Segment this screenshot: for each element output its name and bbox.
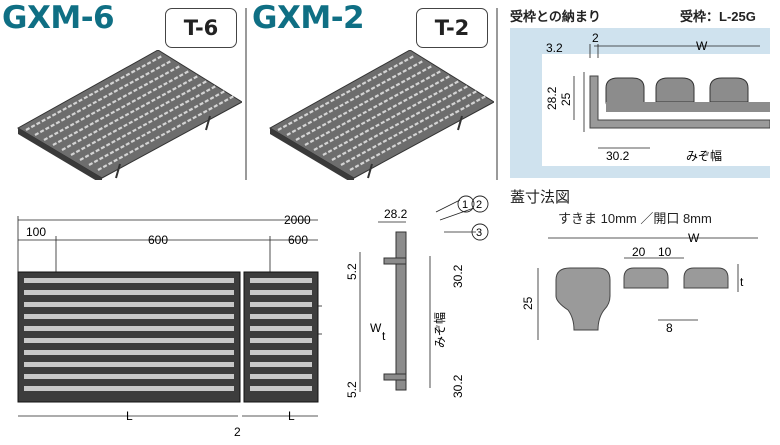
plan-span-right: 600	[288, 233, 308, 247]
side-view-drawing: 28.2 5.2 30.2 W t みぞ幅 5.2 30.2 1 2 3	[345, 195, 489, 398]
lid-profile	[605, 77, 645, 107]
lid-w: W	[688, 231, 700, 245]
model-name-gxm2: GXM-2	[252, 0, 365, 36]
side-top: 28.2	[384, 207, 408, 221]
frame-type-label: 受枠：L-25G	[680, 9, 756, 24]
dim-d: 30.2	[606, 149, 630, 163]
model-name-gxm6: GXM-6	[2, 0, 115, 36]
side-m2: 5.2	[345, 381, 359, 398]
side-w: W	[370, 321, 382, 335]
plan-joint: 2	[234, 425, 241, 439]
lid-section-title: 蓋寸法図	[510, 189, 571, 206]
load-class-badge-t2: T-2	[416, 8, 488, 48]
lid-d10: 10	[658, 245, 672, 259]
side-r1: 30.2	[451, 264, 465, 288]
grating-photo-gxm6	[16, 50, 242, 180]
callout-2	[471, 195, 489, 213]
dim-gap: みぞ幅	[686, 148, 722, 163]
frame-section-title: 受枠との納まり	[510, 9, 601, 24]
side-t: t	[382, 329, 386, 343]
lid-h25: 25	[521, 296, 535, 310]
dim-h2: 25	[559, 92, 573, 106]
plan-l-left: L	[126, 409, 133, 423]
dim-h1: 28.2	[545, 86, 559, 110]
frame-section-drawing: 3.2 2 W 28.2 25 30.2 みぞ幅	[510, 28, 770, 178]
load-class-badge-t6: T-6	[165, 8, 237, 48]
lid-d8: 8	[666, 321, 673, 335]
plan-view-drawing: 2000 100 600 600 20 L L 2	[17, 213, 322, 439]
lid-t: t	[740, 275, 744, 289]
callout-3	[471, 223, 489, 241]
lid-d20: 20	[632, 245, 646, 259]
callout-1-label: 1	[462, 199, 468, 211]
lid-section-subtitle: すきま 10mm ／開口 8mm	[558, 211, 712, 226]
plan-total: 2000	[284, 213, 311, 227]
side-profile	[395, 231, 407, 391]
plan-edge: 100	[26, 225, 46, 239]
divider-line-1	[245, 8, 247, 180]
callout-1	[457, 195, 475, 213]
lid-profile-large	[555, 267, 611, 331]
divider-line-2	[496, 8, 498, 180]
callout-2-label: 2	[476, 199, 482, 211]
lid-profile-right	[683, 267, 729, 289]
dim-w: W	[696, 39, 708, 53]
dim-b: 2	[592, 31, 599, 45]
grating-body	[16, 50, 242, 179]
frame-angle	[589, 75, 770, 129]
dim-a: 3.2	[546, 41, 563, 55]
side-gap: みぞ幅	[432, 312, 447, 348]
callout-3-label: 3	[476, 227, 482, 239]
grating-body	[268, 50, 494, 179]
lid-profile-mid	[623, 267, 669, 289]
side-r2: 30.2	[451, 374, 465, 398]
side-m1: 5.2	[345, 263, 359, 280]
plan-span: 600	[148, 233, 168, 247]
plan-l-right: L	[288, 409, 295, 423]
grating-photo-gxm2	[268, 50, 494, 180]
lid-dimension-drawing: W 20 10 t 25 8	[521, 231, 758, 340]
